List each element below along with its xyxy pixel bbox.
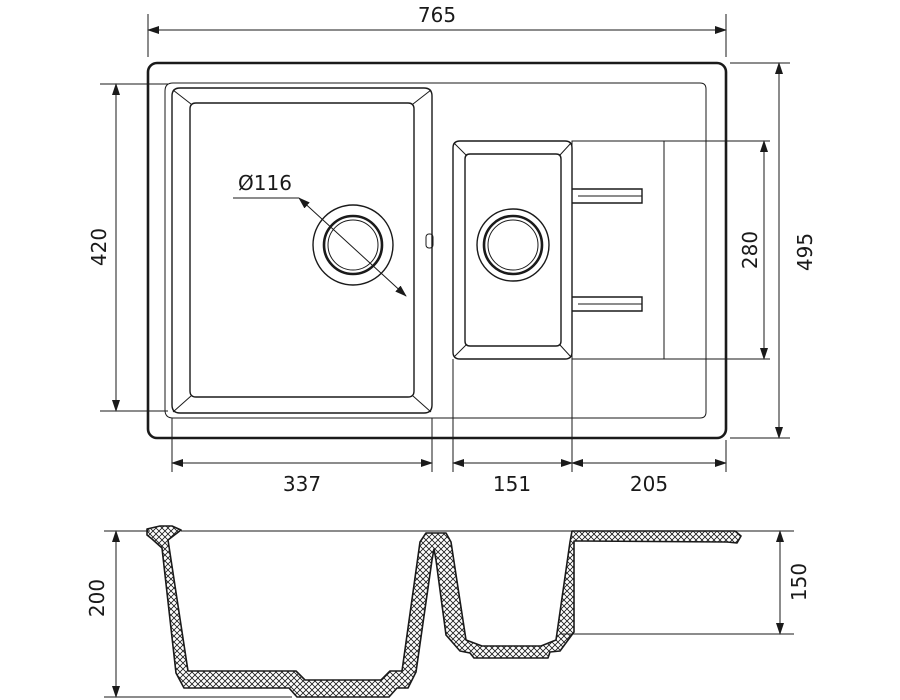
small-drain [476, 208, 550, 282]
overflow-slot [425, 233, 434, 249]
small-bowl-height-label: 150 [787, 563, 811, 601]
dimension-main-bowl-height: 200 [85, 530, 292, 698]
small-bowl [452, 140, 573, 360]
dimension-bottom-chain: 337 151 205 [171, 359, 727, 496]
dimension-small-bowl-height: 150 [560, 530, 811, 635]
dimension-drain-diameter: Ø116 [233, 171, 407, 297]
main-bowl-width-label: 337 [283, 472, 321, 496]
drainboard [571, 140, 665, 360]
drain-diameter-label: Ø116 [238, 171, 292, 195]
small-bowl-depth-label: 280 [738, 231, 762, 269]
dimension-small-bowl-depth: 280 [575, 140, 770, 360]
overall-width-label: 765 [418, 3, 456, 27]
dimension-overall-width: 765 [147, 3, 727, 57]
dimension-overall-depth: 495 [730, 62, 817, 439]
small-bowl-width-label: 151 [493, 472, 531, 496]
main-bowl [171, 87, 433, 414]
dimension-main-bowl-depth: 420 [87, 83, 168, 412]
drainboard-width-label: 205 [630, 472, 668, 496]
section-view: 200 150 [85, 525, 811, 698]
main-bowl-height-label: 200 [85, 579, 109, 617]
section-profile [146, 525, 742, 698]
top-view: 765 420 495 280 Ø116 [87, 3, 817, 496]
sink-outline [146, 61, 728, 440]
overall-depth-label: 495 [793, 233, 817, 271]
main-bowl-depth-label: 420 [87, 228, 111, 266]
sink-rim [164, 82, 707, 419]
